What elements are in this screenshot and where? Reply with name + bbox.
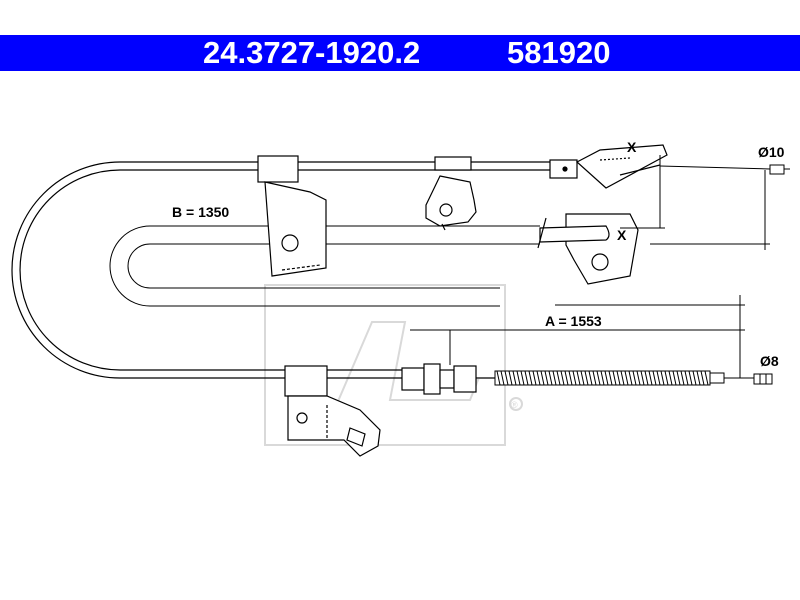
bracket-bottom-left: [284, 365, 381, 457]
diameter-top-label: Ø10: [758, 144, 785, 160]
watermark-logo: [329, 321, 480, 421]
detail-x-label-top: X: [627, 139, 637, 155]
watermark-frame: [264, 284, 506, 446]
spring-coil: [494, 370, 711, 386]
dimension-inner-loop: [109, 225, 540, 307]
end-fitting-top: [549, 144, 668, 189]
inner-cable-bottom: [709, 372, 773, 385]
header-banner: 24.3727-1920.2 581920: [0, 35, 800, 71]
registered-symbol: ®: [511, 400, 518, 410]
bracket-top-left: [257, 155, 327, 277]
dimension-a-label: A = 1553: [545, 313, 602, 329]
detail-x-plate: [537, 213, 639, 285]
dimension-b-label: B = 1350: [172, 204, 229, 220]
registered-mark: [509, 397, 523, 411]
adjuster-fitting: [401, 363, 495, 395]
ate-watermark: [264, 284, 523, 446]
detail-x-label-mid: X: [617, 227, 627, 243]
clip-top-middle: [425, 156, 477, 231]
inner-cable-top: [659, 164, 790, 175]
diameter-bottom-label: Ø8: [760, 353, 779, 369]
dimension-lines: [410, 155, 770, 378]
cable-outer-loop: [11, 161, 555, 379]
part-number: 24.3727-1920.2: [203, 35, 421, 70]
reference-number: 581920: [507, 35, 611, 70]
